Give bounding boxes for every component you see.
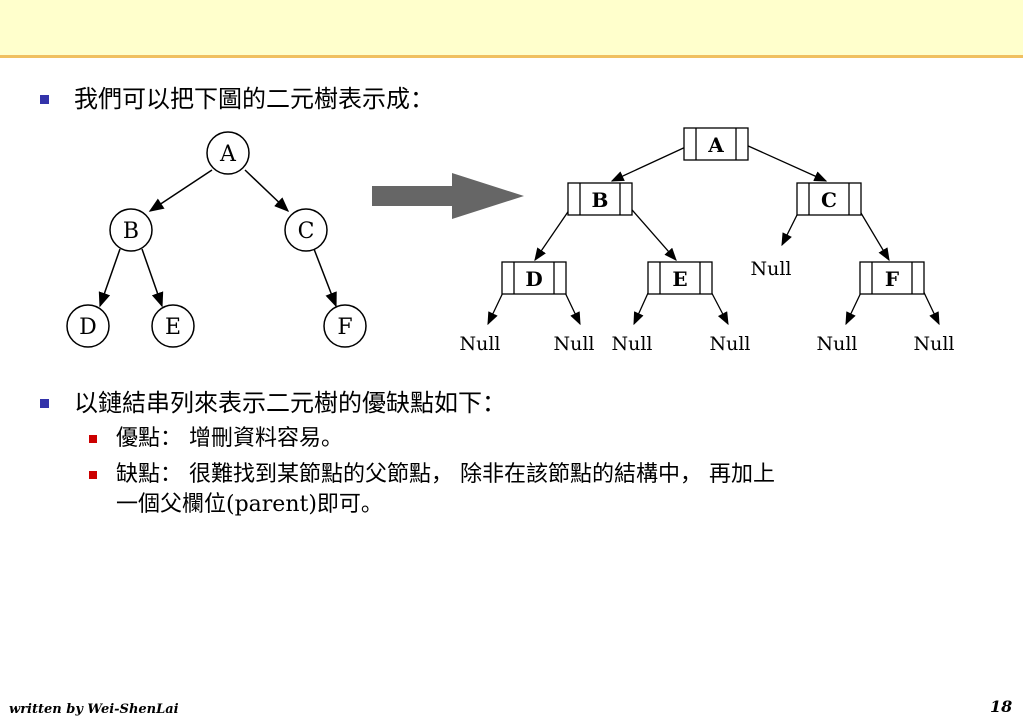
footer-author: written by Wei-ShenLai — [9, 702, 179, 717]
linked-node-f: F — [859, 261, 925, 295]
sub-bullet-square-icon — [89, 435, 97, 443]
svg-text:B: B — [123, 219, 139, 244]
tree-node-c: C — [284, 208, 328, 252]
advantage-text: 優點： 增刪資料容易。 — [116, 426, 343, 451]
left-tree-nodes: A B C D E F — [66, 131, 367, 348]
linked-node-b: B — [567, 182, 633, 216]
left-tree-edges — [98, 169, 337, 308]
null-label: Null — [750, 258, 791, 280]
bullet-intro: 我們可以把下圖的二元樹表示成： — [40, 84, 434, 114]
page-number: 18 — [990, 697, 1013, 716]
svg-text:D: D — [525, 267, 542, 291]
bullet-pros-cons-text: 以鏈結串列來表示二元樹的優缺點如下： — [74, 389, 506, 417]
tree-node-d: D — [66, 304, 110, 348]
bullet-square-icon — [40, 399, 49, 408]
disadvantage-text-line1: 缺點： 很難找到某節點的父節點， 除非在該節點的結構中， 再加上 — [116, 462, 775, 487]
svg-text:C: C — [298, 219, 315, 244]
linked-node-a: A — [683, 127, 749, 161]
svg-text:A: A — [707, 133, 724, 157]
linked-node-c: C — [796, 182, 862, 216]
svg-text:F: F — [337, 315, 352, 340]
null-label: Null — [611, 333, 652, 355]
bullet-pros-cons: 以鏈結串列來表示二元樹的優缺點如下： — [40, 388, 506, 418]
svg-text:E: E — [165, 315, 181, 340]
linked-node-d: D — [501, 261, 567, 295]
linked-tree-nodes: A B C D E F — [501, 127, 925, 295]
null-label: Null — [709, 333, 750, 355]
null-label: Null — [913, 333, 954, 355]
svg-text:A: A — [219, 142, 237, 167]
bullet-square-icon — [40, 95, 49, 104]
sub-bullet-advantage: 優點： 增刪資料容易。 — [89, 424, 343, 454]
sub-bullet-disadvantage: 缺點： 很難找到某節點的父節點， 除非在該節點的結構中， 再加上 一個父欄位(p… — [89, 460, 1006, 520]
linked-node-e: E — [647, 261, 713, 295]
linked-tree-edges — [487, 144, 940, 326]
bullet-intro-text: 我們可以把下圖的二元樹表示成： — [74, 85, 434, 113]
svg-text:F: F — [885, 267, 899, 291]
svg-text:E: E — [672, 267, 687, 291]
header-band — [0, 0, 1023, 58]
tree-node-f: F — [323, 304, 367, 348]
sub-bullet-square-icon — [89, 471, 97, 479]
null-labels: Null Null Null Null Null Null Null — [459, 258, 954, 355]
svg-text:D: D — [79, 315, 97, 340]
svg-text:B: B — [592, 188, 609, 212]
null-label: Null — [553, 333, 594, 355]
disadvantage-text-line2: 一個父欄位(parent)即可。 — [116, 492, 383, 517]
svg-text:C: C — [821, 188, 837, 212]
tree-node-e: E — [151, 304, 195, 348]
null-label: Null — [816, 333, 857, 355]
tree-node-a: A — [206, 131, 250, 175]
null-label: Null — [459, 333, 500, 355]
transform-arrow-icon — [372, 173, 524, 219]
tree-node-b: B — [109, 208, 153, 252]
